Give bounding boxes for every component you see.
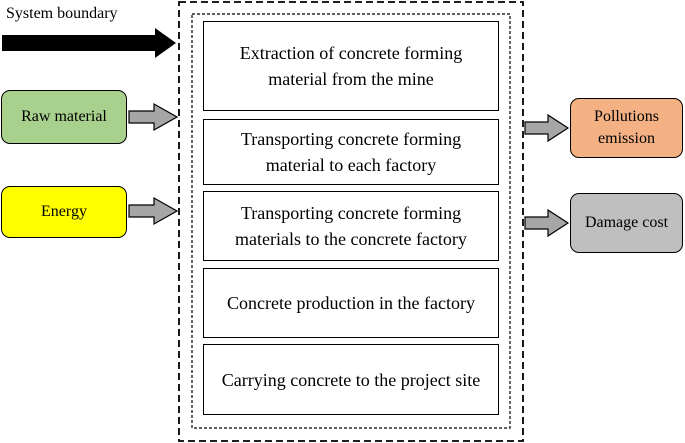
- system-boundary-outer: [178, 1, 524, 442]
- step-extraction: Extraction of concrete forming material …: [203, 21, 499, 111]
- energy-label: Energy: [41, 203, 87, 220]
- raw-material-label: Raw material: [21, 108, 107, 125]
- raw-material-arrow: [128, 102, 179, 132]
- raw-material-box: Raw material: [1, 90, 127, 144]
- pollution-arrow: [524, 113, 570, 143]
- step-concrete-production: Concrete production in the factory: [203, 268, 499, 338]
- pollutions-emission-label: Pollutions emission: [594, 108, 659, 147]
- damage-cost-label: Damage cost: [584, 214, 669, 231]
- energy-box: Energy: [1, 186, 127, 238]
- system-boundary-arrow: [2, 28, 176, 58]
- damage-cost-arrow: [524, 208, 570, 238]
- step-transport-concrete-factory: Transporting concrete forming materials …: [203, 191, 499, 261]
- pollutions-emission-box: Pollutions emission: [570, 98, 683, 158]
- energy-arrow: [128, 196, 179, 226]
- system-boundary-inner: [191, 13, 511, 429]
- system-boundary-label: System boundary: [6, 5, 118, 22]
- step-transport-each-factory: Transporting concrete forming material t…: [203, 119, 499, 185]
- damage-cost-box: Damage cost: [570, 193, 683, 253]
- step-carrying-to-site: Carrying concrete to the project site: [203, 344, 499, 415]
